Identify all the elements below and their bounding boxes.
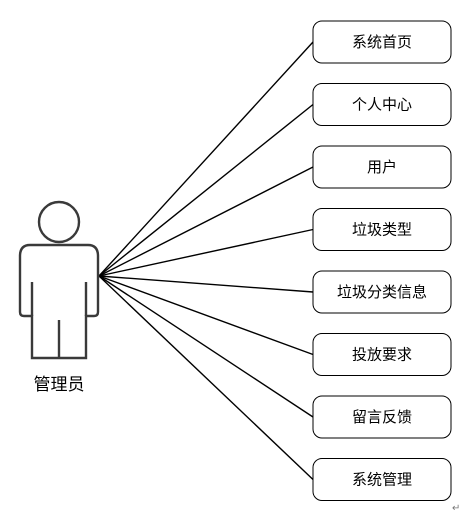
use-case-label: 系统管理 xyxy=(352,471,412,489)
use-case-node: 垃圾类型 xyxy=(312,208,452,251)
association-lines xyxy=(98,41,314,481)
use-case-box xyxy=(312,83,452,126)
use-case-label: 投放要求 xyxy=(352,346,412,364)
use-case-label: 系统首页 xyxy=(352,33,412,51)
actor-label: 管理员 xyxy=(34,375,85,395)
person-outline-icon xyxy=(18,200,100,360)
use-case-box xyxy=(312,395,452,439)
use-case-node: 用户 xyxy=(312,145,452,189)
use-case-box xyxy=(312,145,452,189)
use-case-node: 投放要求 xyxy=(312,333,452,376)
association-line xyxy=(98,166,314,277)
paragraph-mark: ↵ xyxy=(452,503,460,514)
association-line xyxy=(98,275,314,293)
use-case-node: 系统管理 xyxy=(312,458,452,501)
association-line xyxy=(98,275,314,356)
use-case-node: 留言反馈 xyxy=(312,395,452,439)
use-case-box xyxy=(312,20,452,64)
use-case-label: 垃圾类型 xyxy=(352,221,412,239)
association-line xyxy=(98,275,314,418)
use-case-node: 垃圾分类信息 xyxy=(312,270,452,314)
association-line xyxy=(98,228,314,277)
use-case-node: 个人中心 xyxy=(312,83,452,126)
association-line xyxy=(98,41,314,277)
use-case-label: 用户 xyxy=(367,158,397,176)
use-case-box xyxy=(312,208,452,251)
use-case-box xyxy=(312,270,452,314)
use-case-label: 个人中心 xyxy=(352,96,412,114)
association-line xyxy=(98,103,314,277)
use-case-label: 留言反馈 xyxy=(352,408,412,426)
use-case-box xyxy=(312,333,452,376)
use-case-box xyxy=(312,458,452,501)
association-line xyxy=(98,275,314,481)
use-case-node: 系统首页 xyxy=(312,20,452,64)
use-case-label: 垃圾分类信息 xyxy=(337,283,427,301)
actor-administrator: 管理员 xyxy=(18,200,100,395)
